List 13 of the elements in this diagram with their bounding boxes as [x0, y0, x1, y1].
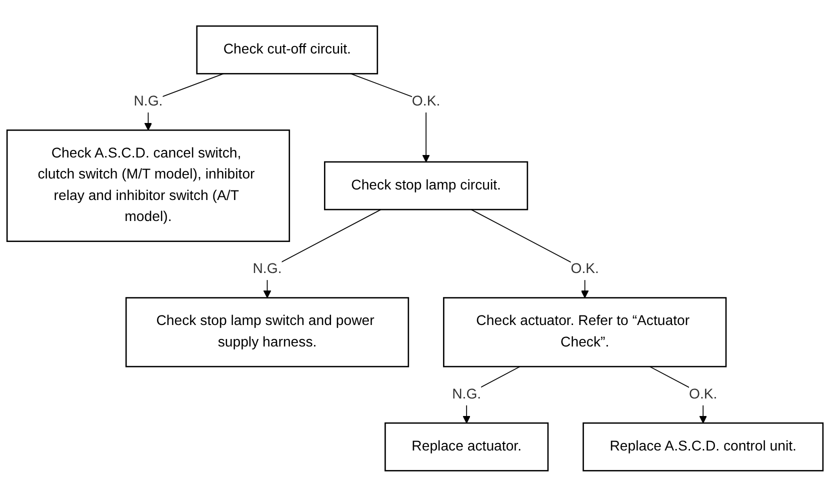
node-box: Replace A.S.C.D. control unit.	[582, 422, 824, 471]
edge-label: O.K.	[570, 261, 599, 276]
node-box: Check stop lamp switch and power supply harness.	[125, 296, 410, 367]
edge-label: O.K.	[412, 94, 440, 109]
node-box: Check actuator. Refer to “Actuator Check”.	[443, 296, 727, 367]
node-box: Check stop lamp circuit.	[324, 160, 528, 210]
node-box: Replace actuator.	[384, 422, 549, 471]
edge-label: O.K.	[688, 386, 718, 402]
node-box: Check cut-off circuit.	[196, 25, 378, 74]
edge-label: N.G.	[134, 94, 163, 109]
edge-label: N.G.	[452, 386, 482, 402]
edge-label: N.G.	[252, 261, 282, 276]
node-box: Check A.S.C.D. cancel switch, clutch switch (M/T model), inhibitor relay and inhibitor switch (A/T model).	[6, 129, 290, 242]
